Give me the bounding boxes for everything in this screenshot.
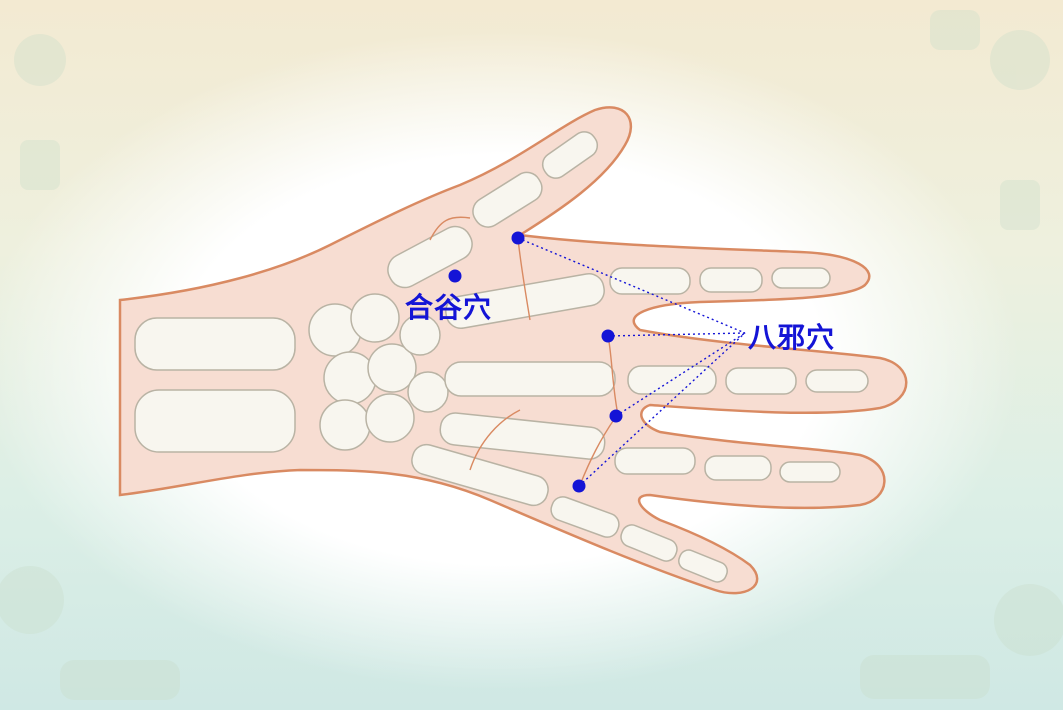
hegu-point-marker [449, 270, 462, 283]
baxie-acupoint-label: 八邪穴 [748, 316, 835, 356]
baxie-point-marker-4 [573, 480, 586, 493]
hegu-acupoint-label: 合谷穴 [405, 286, 492, 326]
baxie-point-marker-3 [610, 410, 623, 423]
baxie-point-marker-1 [512, 232, 525, 245]
baxie-point-marker-2 [602, 330, 615, 343]
